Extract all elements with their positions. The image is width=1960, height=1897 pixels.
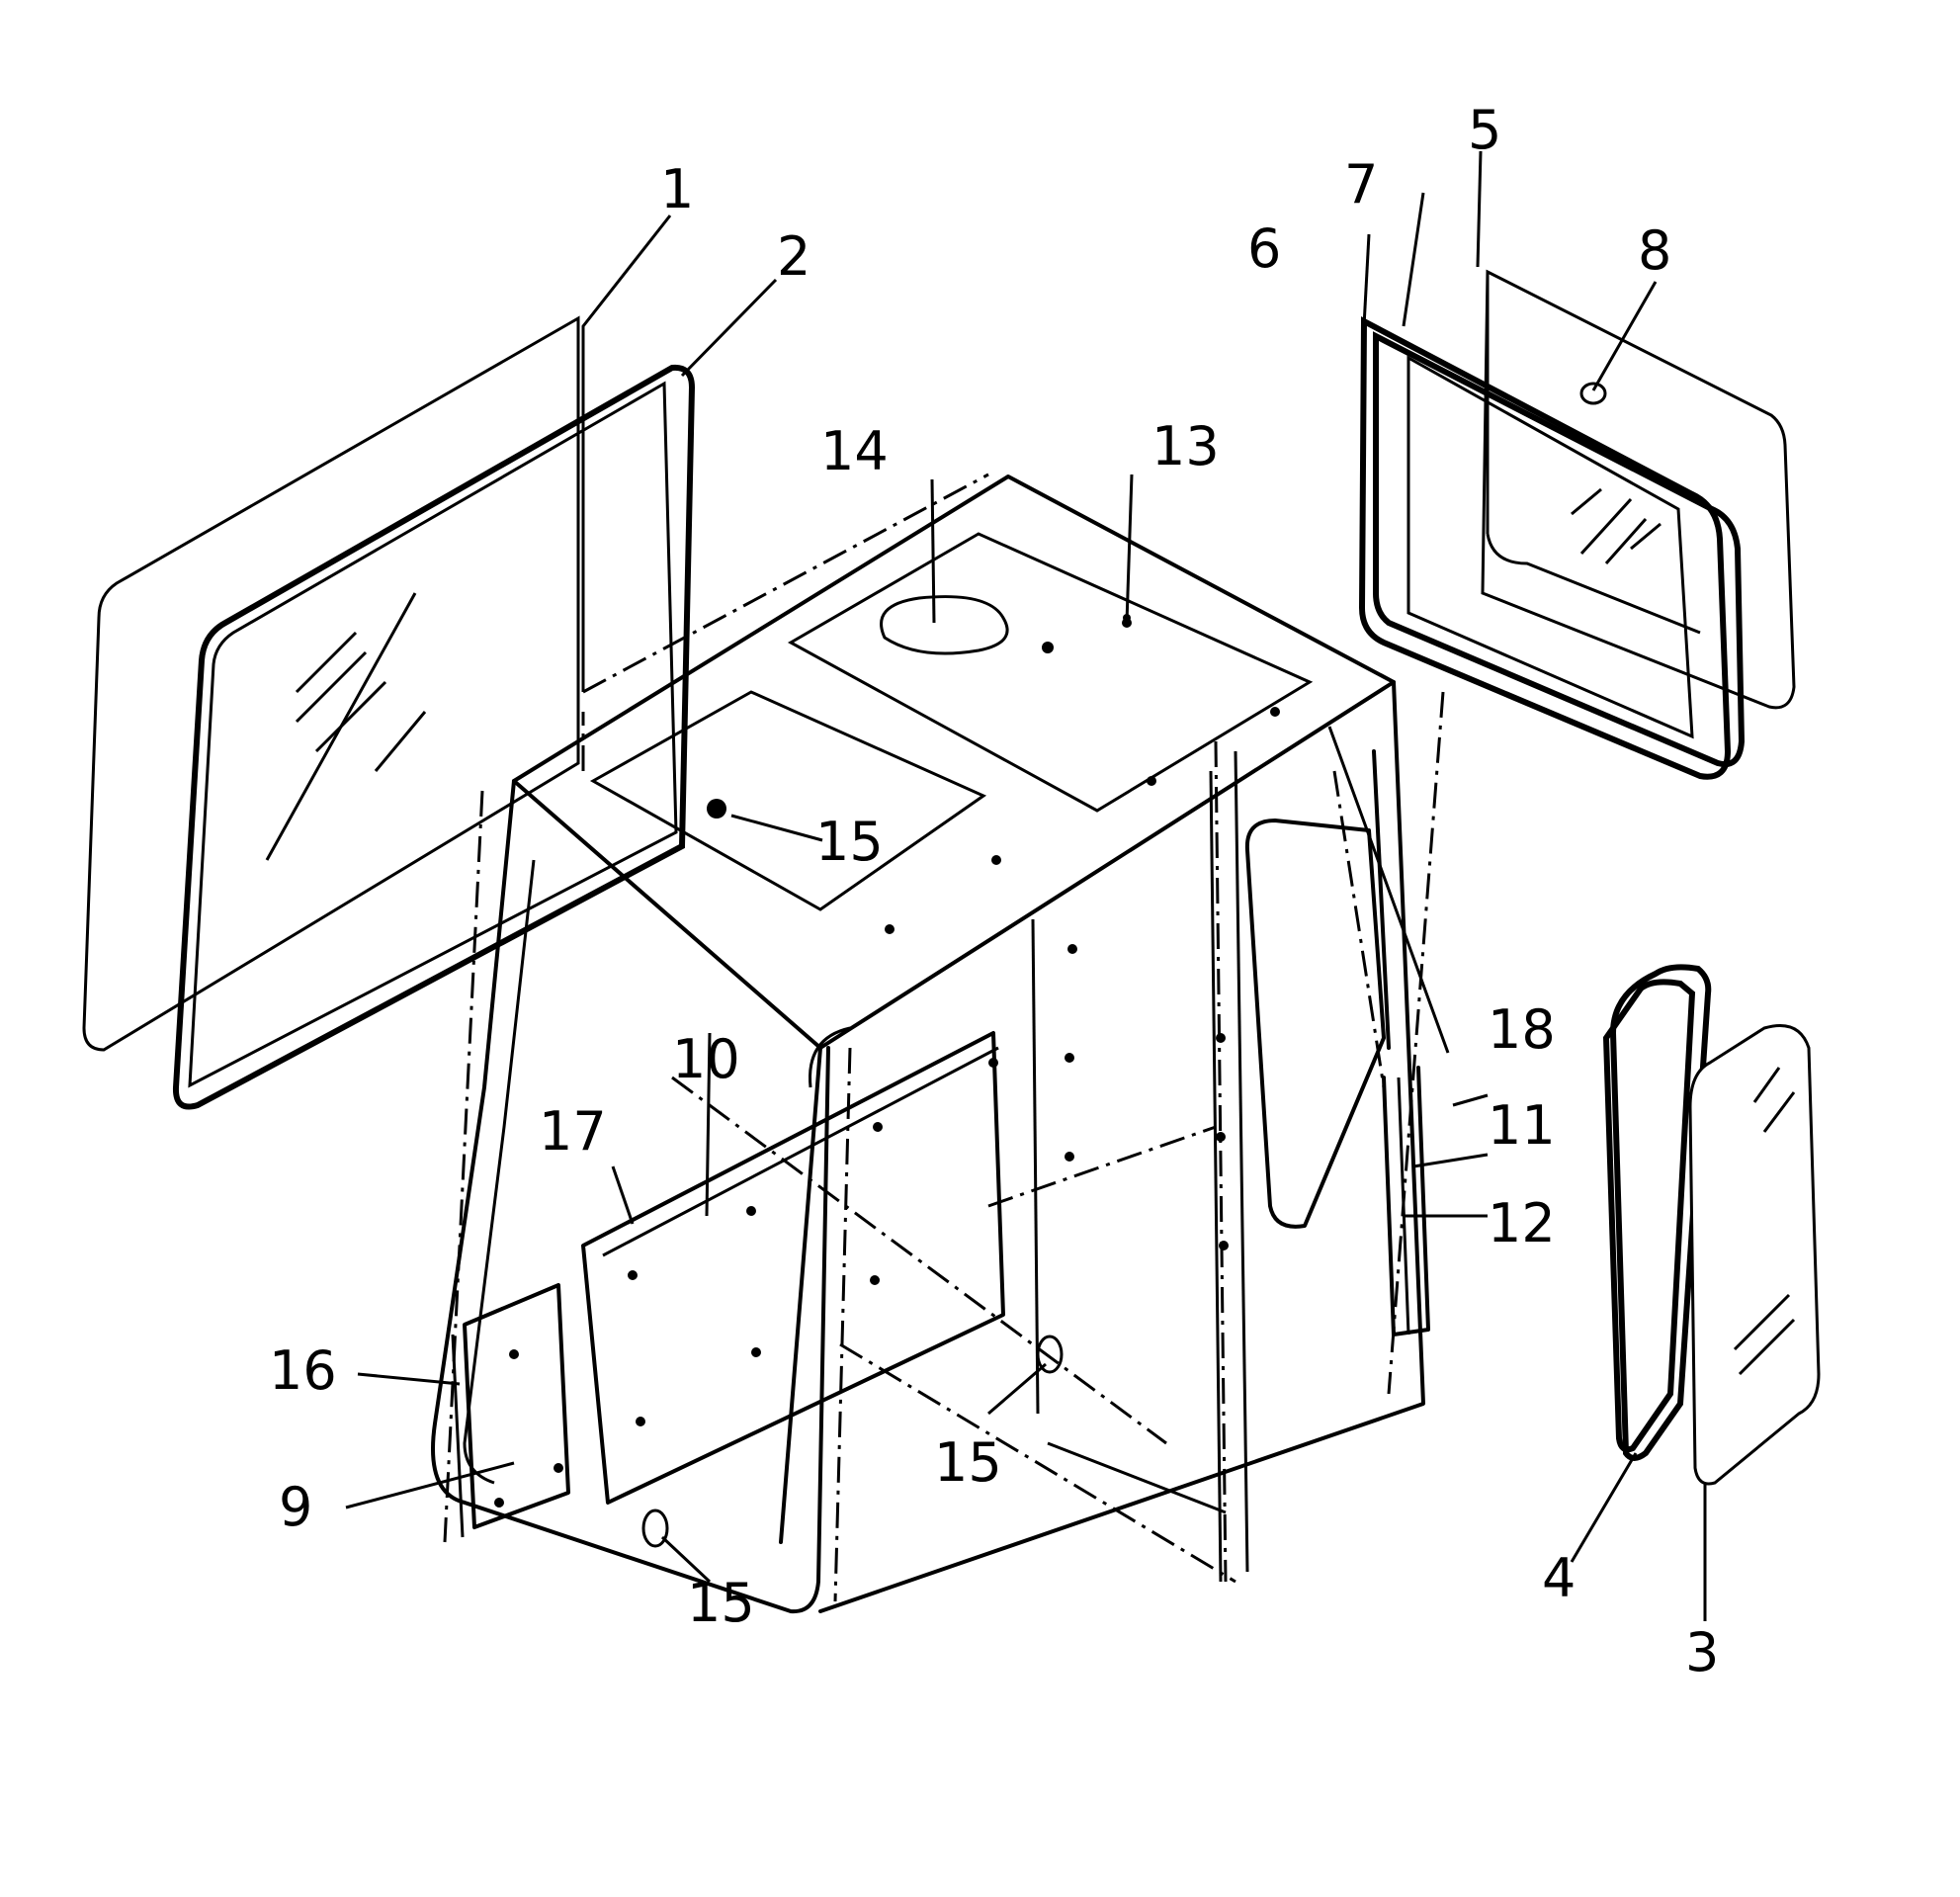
callout-12: 12 — [1488, 1192, 1556, 1254]
callout-14: 14 — [820, 420, 889, 482]
rear-window-parts-5-8 — [1358, 269, 1796, 780]
callout-8: 8 — [1638, 219, 1671, 282]
callout-labels: 1 2 3 4 5 6 7 8 9 10 11 12 13 14 15 15 1… — [269, 99, 1719, 1683]
cab-frame — [431, 473, 1445, 1614]
callout-10: 10 — [672, 1028, 740, 1090]
callout-15-center: 15 — [934, 1431, 1002, 1494]
callout-2: 2 — [777, 225, 810, 288]
callout-4: 4 — [1542, 1547, 1576, 1609]
callout-18: 18 — [1488, 998, 1556, 1061]
leader-lines — [345, 150, 1707, 1621]
front-seal-part-2 — [172, 364, 696, 1110]
side-window-parts-3-4 — [1602, 964, 1821, 1486]
callout-7: 7 — [1344, 153, 1378, 216]
callout-17: 17 — [539, 1100, 607, 1163]
callout-1: 1 — [660, 158, 694, 220]
front-glass-part-1 — [82, 315, 580, 1052]
callout-15-lower: 15 — [687, 1572, 755, 1634]
callout-6: 6 — [1247, 217, 1281, 280]
callout-3: 3 — [1685, 1621, 1719, 1683]
callout-11: 11 — [1488, 1094, 1556, 1157]
callout-15-roof: 15 — [815, 811, 884, 873]
callout-9: 9 — [279, 1476, 312, 1538]
plug-part-15 — [641, 1335, 1064, 1548]
callout-13: 13 — [1151, 415, 1220, 477]
callout-5: 5 — [1468, 99, 1501, 161]
callout-16: 16 — [269, 1339, 337, 1402]
